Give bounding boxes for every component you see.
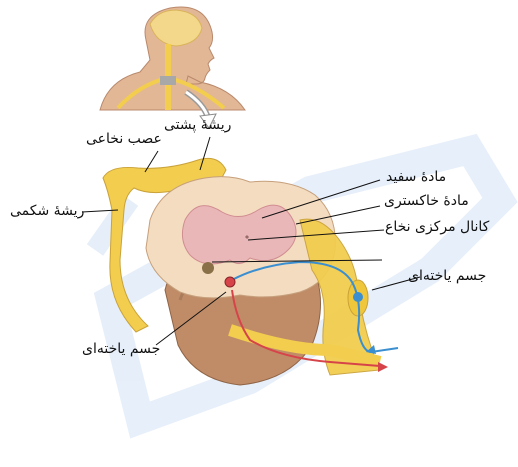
label-gray-matter: مادهٔ خاکستری xyxy=(384,194,469,208)
label-central-canal: کانال مرکزی نخاع xyxy=(385,220,489,234)
label-cell-body-right: جسم یاخته‌ای xyxy=(408,269,486,283)
label-cell-body-left: جسم یاخته‌ای xyxy=(82,342,160,356)
central-canal xyxy=(246,236,248,238)
label-spinal-nerve: عصب نخاعی xyxy=(86,132,162,146)
label-dorsal-root: ریشهٔ پشتی xyxy=(164,118,231,132)
human-figure xyxy=(100,7,245,110)
label-ventral-root: ریشهٔ شکمی xyxy=(10,204,84,218)
label-white-matter: مادهٔ سفید xyxy=(386,170,446,184)
